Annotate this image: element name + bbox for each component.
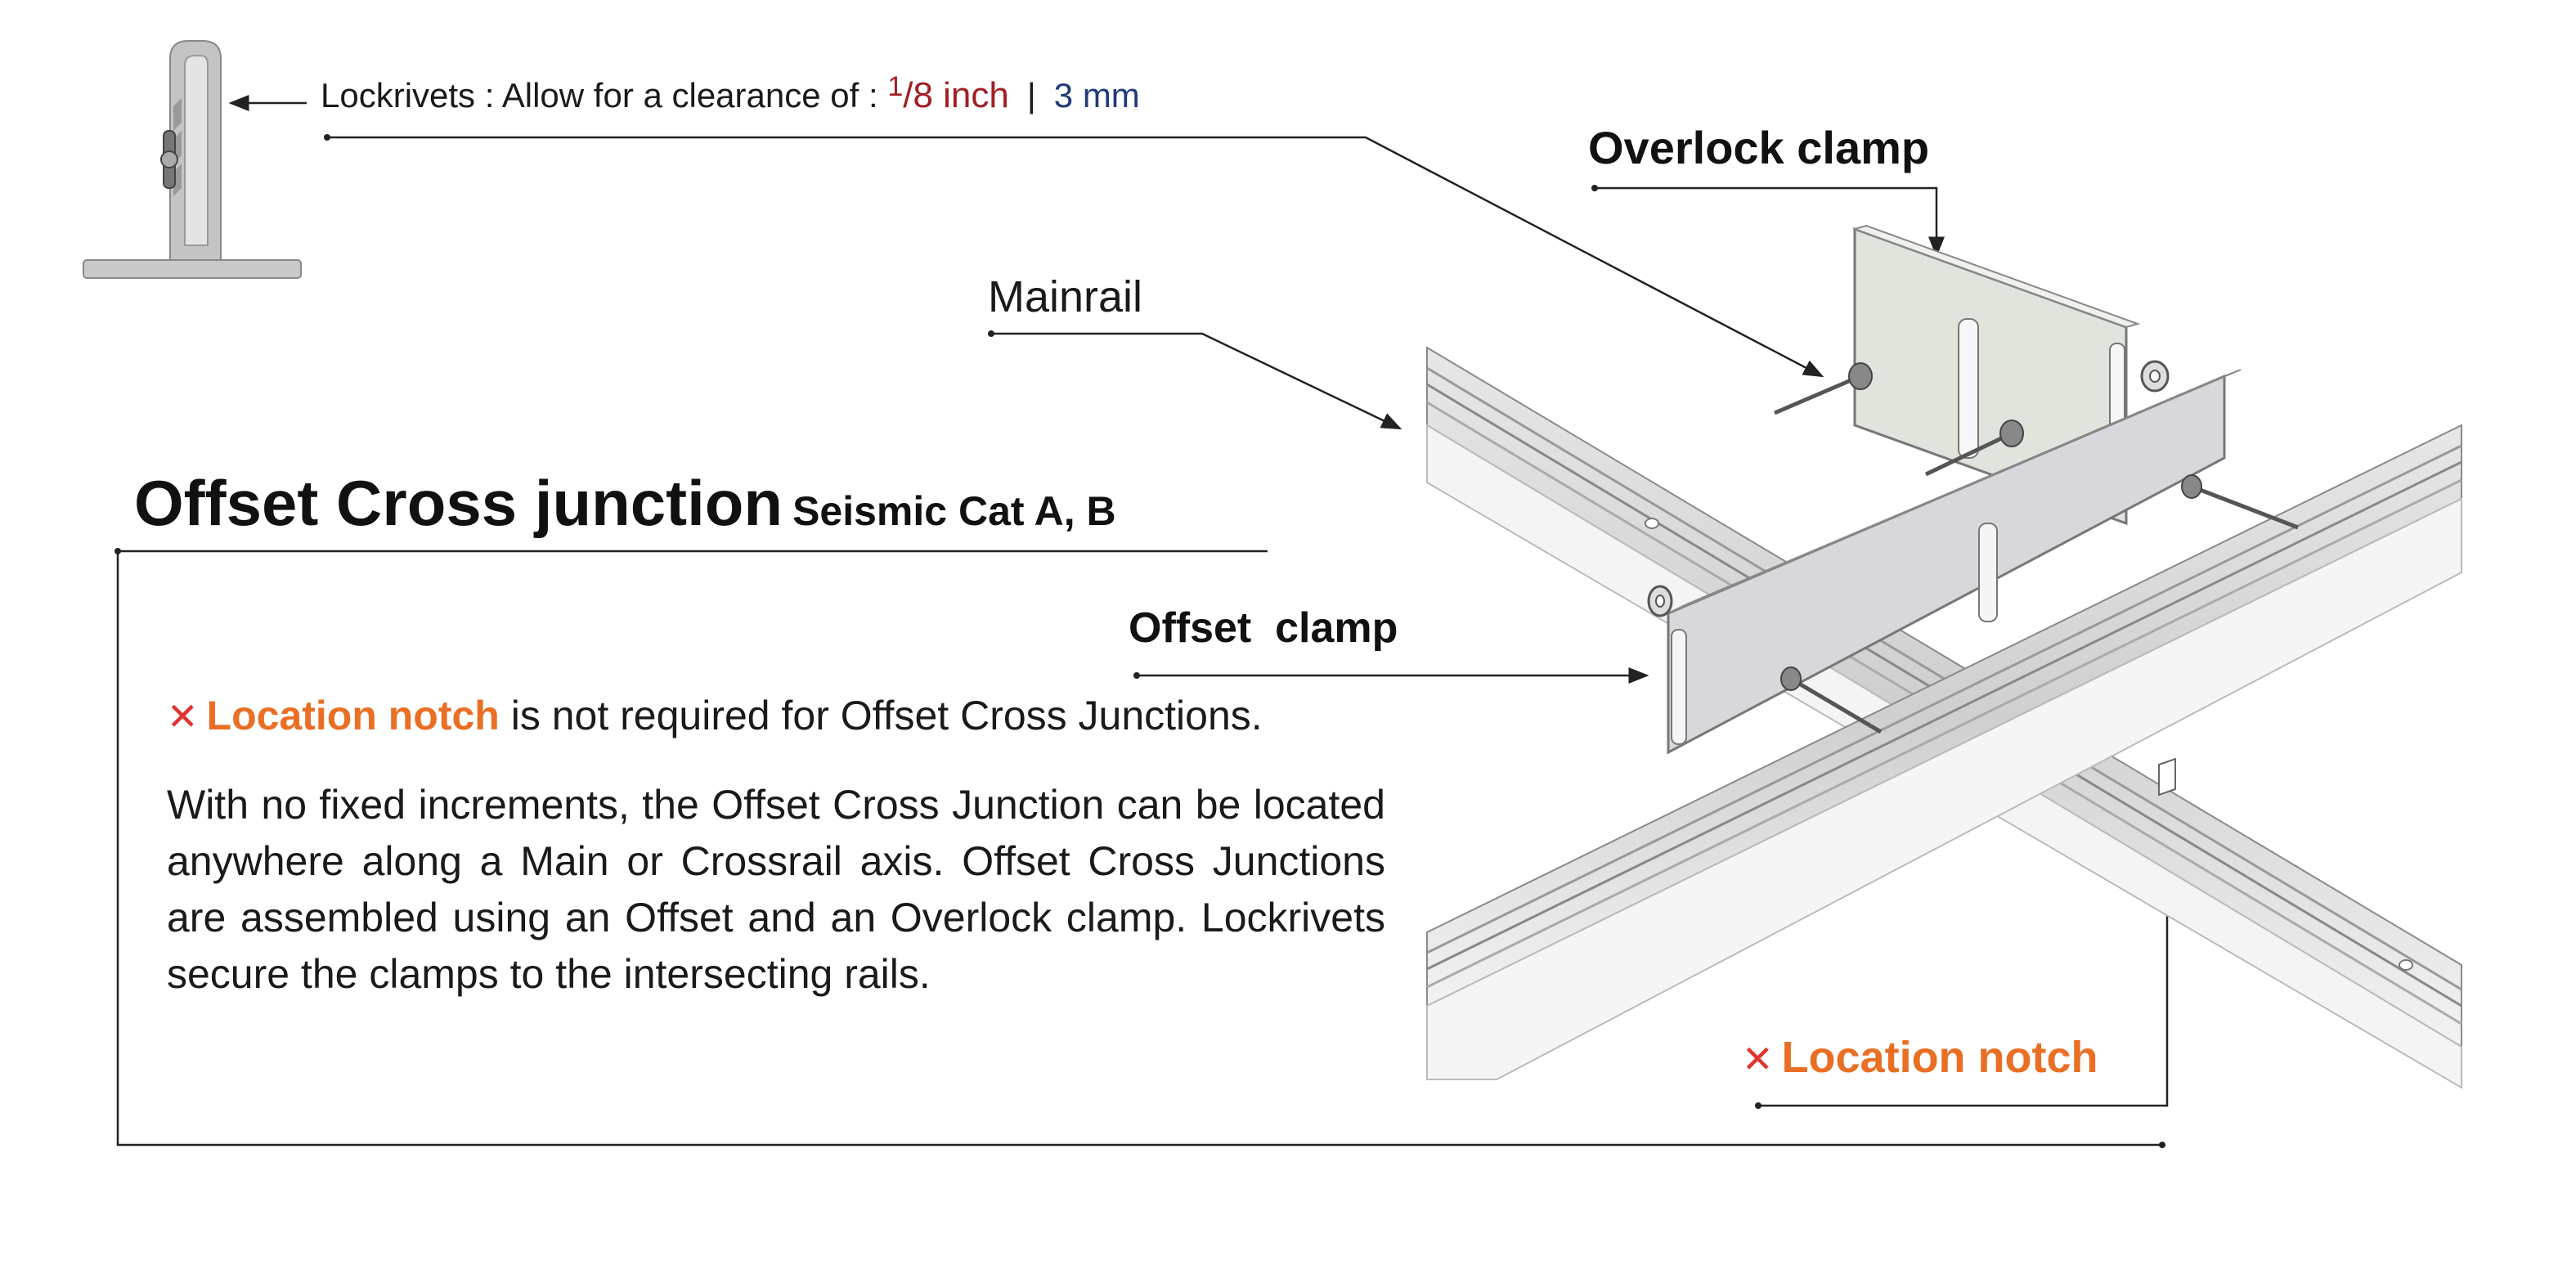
description-paragraph: With no fixed increments, the Offset Cro… xyxy=(167,782,1385,997)
assembly-illustration xyxy=(1426,224,2462,1089)
rail-section-detail xyxy=(83,40,302,279)
clearance-separator: | xyxy=(1026,76,1036,114)
lockrivet-note-prefix: Lockrivets : Allow for a clearance of : xyxy=(321,76,888,114)
location-notch xyxy=(2158,757,2176,797)
lockrivet-clearance-note: Lockrivets : Allow for a clearance of : … xyxy=(321,71,1140,116)
label-location-notch: ✕Location notch xyxy=(1742,1032,2098,1083)
notch-note: ✕Location notch is not required for Offs… xyxy=(167,692,1263,739)
notch-note-rest: is not required for Offset Cross Junctio… xyxy=(499,693,1263,738)
notch-note-highlight: Location notch xyxy=(206,693,500,738)
leader-dots xyxy=(114,134,2165,1148)
clearance-inch-numerator: 1 xyxy=(887,71,904,102)
label-location-notch-text: Location notch xyxy=(1781,1033,2098,1082)
label-overlock-clamp: Overlock clamp xyxy=(1588,122,1930,173)
clearance-inch-rest: /8 inch xyxy=(903,75,1009,115)
rivets xyxy=(1774,374,2299,734)
label-offset-clamp: Offset clamp xyxy=(1129,604,1398,652)
title-main: Offset Cross junction xyxy=(134,467,783,539)
cross-icon: ✕ xyxy=(1742,1038,1774,1080)
clearance-mm: 3 mm xyxy=(1053,76,1140,114)
label-mainrail: Mainrail xyxy=(988,272,1143,321)
title-subtitle: Seismic Cat A, B xyxy=(792,488,1116,534)
cross-icon: ✕ xyxy=(167,695,199,738)
clearance-inch: 1/8 inch xyxy=(887,71,1009,115)
